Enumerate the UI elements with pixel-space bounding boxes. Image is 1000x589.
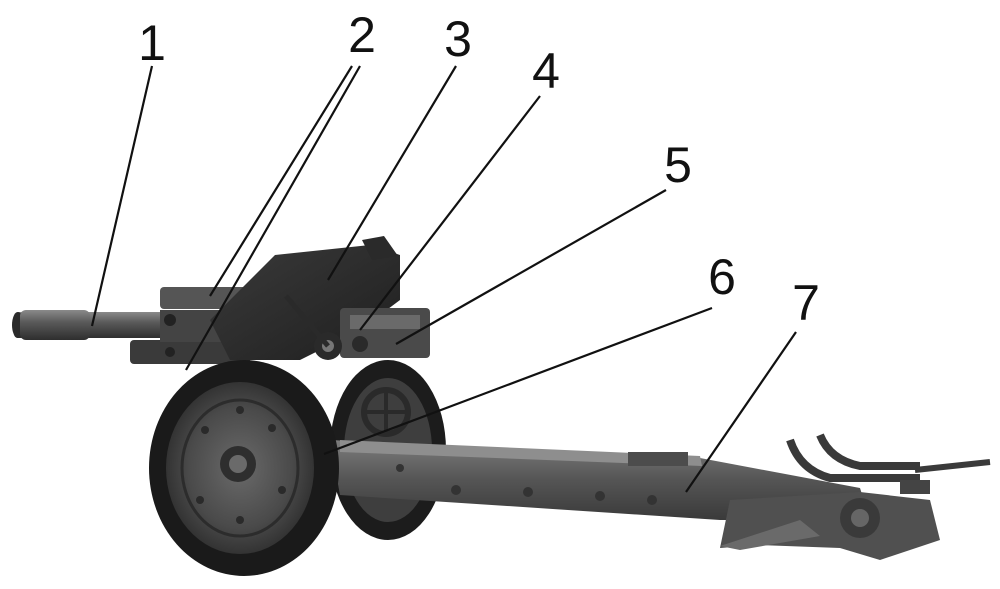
leader-line-4	[359, 95, 541, 331]
near-wheel	[149, 360, 339, 576]
breech-block	[284, 294, 430, 437]
leader-line-2a	[209, 65, 353, 297]
barrel	[12, 310, 194, 340]
callout-1: 1	[138, 15, 166, 71]
callout-3: 3	[444, 11, 472, 67]
callout-5: 5	[664, 137, 692, 193]
callout-7: 7	[792, 275, 820, 331]
leader-line-3	[327, 65, 457, 281]
callout-4: 4	[532, 43, 560, 99]
leader-line-7	[685, 331, 797, 493]
leader-line-1	[90, 65, 154, 327]
callout-6: 6	[708, 249, 736, 305]
leader-line-6	[323, 306, 713, 456]
callout-2: 2	[348, 7, 376, 63]
leader-lines	[90, 65, 797, 493]
howitzer-illustration	[12, 236, 991, 576]
leader-line-2b	[185, 65, 361, 371]
leader-line-5	[395, 189, 667, 345]
callout-labels: 1 2 3 4 5 6 7	[138, 7, 820, 331]
trail-spade	[720, 433, 991, 560]
